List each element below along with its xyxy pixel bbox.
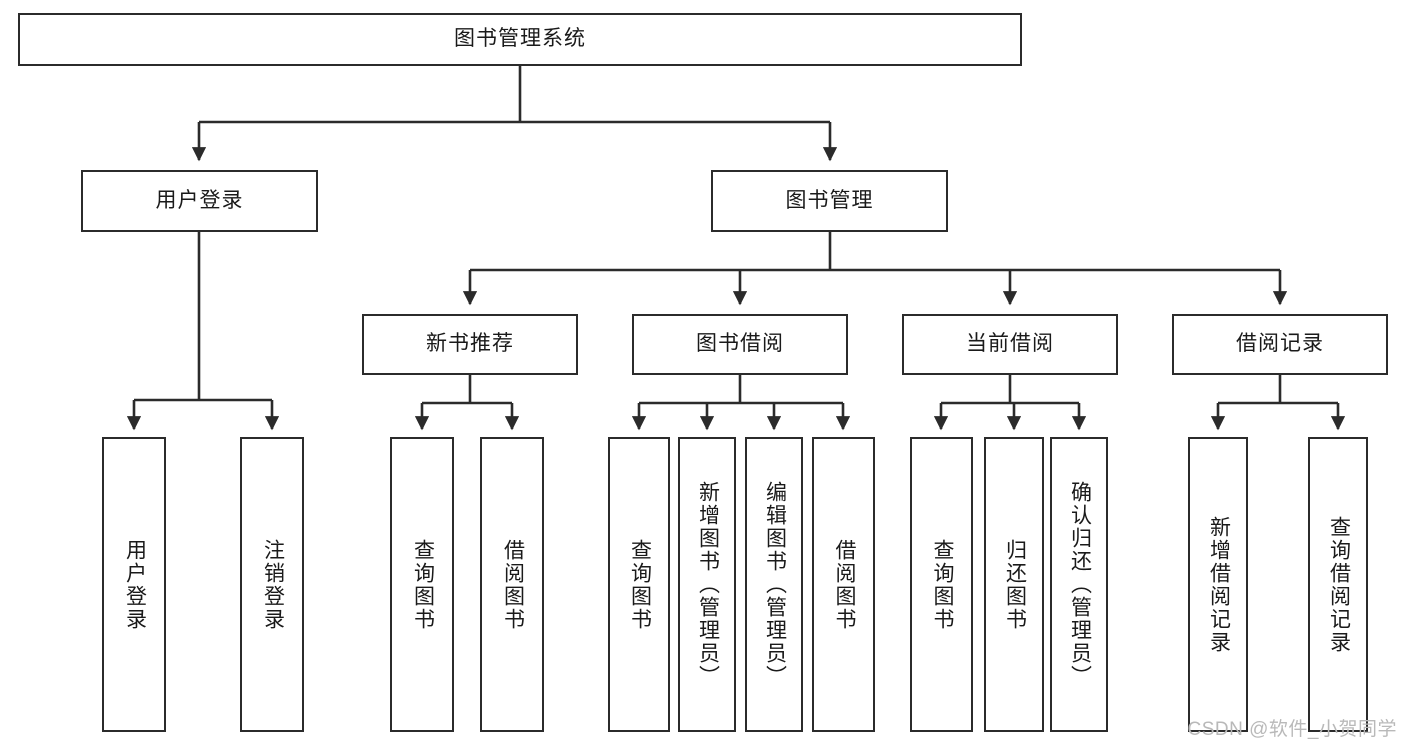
node-leaf-query-book-2[interactable]: 查询图书	[608, 437, 670, 732]
node-leaf-user-login-label: 用户登录	[123, 538, 147, 631]
csdn-watermark: CSDN @软件_小贺同学	[1187, 719, 1397, 740]
node-book-manage-label: 图书管理	[785, 188, 874, 212]
node-leaf-add-book-admin-label: 新增图书（管理员）	[696, 481, 720, 688]
node-leaf-borrow-book-2-label: 借阅图书	[832, 538, 856, 631]
node-leaf-query-borrow-record[interactable]: 查询借阅记录	[1308, 437, 1368, 732]
node-leaf-return-book[interactable]: 归还图书	[984, 437, 1044, 732]
node-leaf-query-book-1[interactable]: 查询图书	[390, 437, 454, 732]
node-leaf-query-book-1-label: 查询图书	[411, 538, 435, 631]
node-leaf-return-book-label: 归还图书	[1003, 538, 1027, 631]
node-borrow-record-label: 借阅记录	[1236, 332, 1324, 356]
node-root-label: 图书管理系统	[454, 27, 586, 51]
node-current-borrow-label: 当前借阅	[966, 332, 1054, 356]
node-root[interactable]: 图书管理系统	[18, 13, 1022, 66]
node-leaf-logout[interactable]: 注销登录	[240, 437, 304, 732]
node-new-book-recommend-label: 新书推荐	[426, 332, 514, 356]
node-book-borrow[interactable]: 图书借阅	[632, 314, 848, 375]
node-book-manage[interactable]: 图书管理	[711, 170, 948, 232]
node-leaf-edit-book-admin[interactable]: 编辑图书（管理员）	[745, 437, 803, 732]
node-leaf-confirm-return-admin[interactable]: 确认归还（管理员）	[1050, 437, 1108, 732]
node-new-book-recommend[interactable]: 新书推荐	[362, 314, 578, 375]
node-leaf-query-book-3[interactable]: 查询图书	[910, 437, 973, 732]
node-leaf-add-borrow-record[interactable]: 新增借阅记录	[1188, 437, 1248, 732]
node-book-borrow-label: 图书借阅	[696, 332, 784, 356]
node-leaf-confirm-return-admin-label: 确认归还（管理员）	[1068, 481, 1092, 688]
node-leaf-borrow-book-1-label: 借阅图书	[501, 538, 525, 631]
node-leaf-query-book-2-label: 查询图书	[628, 538, 652, 631]
node-leaf-user-login[interactable]: 用户登录	[102, 437, 166, 732]
node-leaf-query-borrow-record-label: 查询借阅记录	[1327, 515, 1351, 654]
node-current-borrow[interactable]: 当前借阅	[902, 314, 1118, 375]
node-leaf-edit-book-admin-label: 编辑图书（管理员）	[763, 481, 787, 688]
node-user-login-label: 用户登录	[155, 188, 244, 212]
node-leaf-borrow-book-2[interactable]: 借阅图书	[812, 437, 875, 732]
node-user-login[interactable]: 用户登录	[81, 170, 318, 232]
node-borrow-record[interactable]: 借阅记录	[1172, 314, 1388, 375]
node-leaf-logout-label: 注销登录	[261, 538, 285, 631]
node-leaf-borrow-book-1[interactable]: 借阅图书	[480, 437, 544, 732]
node-leaf-add-book-admin[interactable]: 新增图书（管理员）	[678, 437, 736, 732]
node-leaf-query-book-3-label: 查询图书	[930, 538, 954, 631]
node-leaf-add-borrow-record-label: 新增借阅记录	[1207, 515, 1231, 654]
